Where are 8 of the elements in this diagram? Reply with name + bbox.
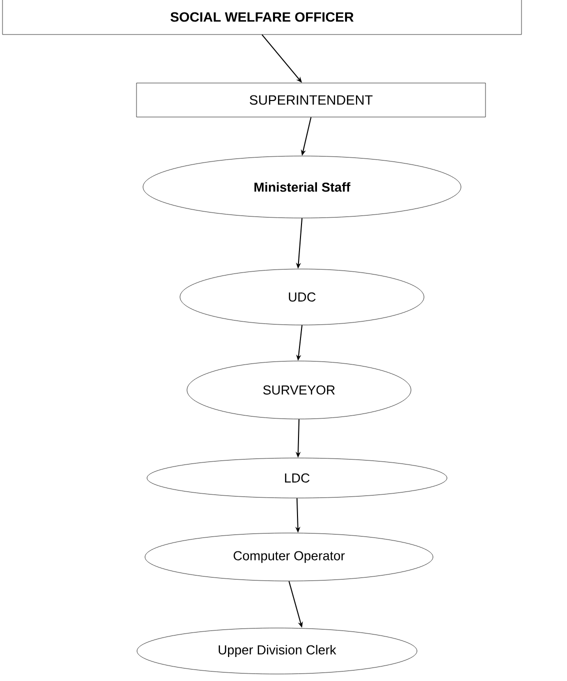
ellipse-node: Computer Operator: [144, 532, 434, 582]
process-box: SUPERINTENDENT: [136, 82, 486, 118]
ellipse-node: Upper Division Clerk: [136, 628, 418, 674]
ellipse-node: LDC: [146, 458, 448, 498]
ellipse-node: Ministerial Staff: [142, 156, 462, 218]
title-box: SOCIAL WELFARE OFFICER: [2, 0, 522, 35]
ellipse-node: SURVEYOR: [186, 360, 412, 420]
ellipse-node: UDC: [180, 268, 424, 326]
